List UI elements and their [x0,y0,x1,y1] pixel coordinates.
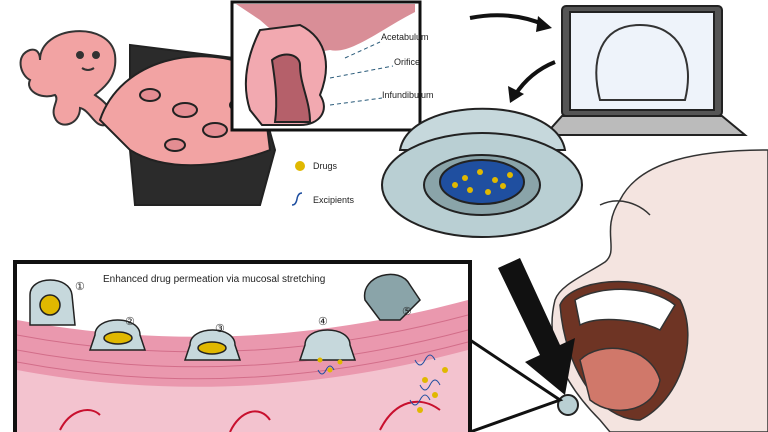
panel-title: Enhanced drug permeation via mucosal str… [103,274,326,285]
device-cup [381,107,583,238]
step-2: ② [125,316,135,328]
drug-legend-icon [295,161,305,171]
sucker-inset [230,0,422,132]
step-4: ④ [318,316,328,328]
step-3: ③ [215,323,225,335]
octopus [19,30,117,127]
step-1: ① [75,281,85,293]
legend-drugs: Drugs [313,161,338,171]
permeation-panel [13,260,472,432]
label-acetabulum: Acetabulum [381,32,429,42]
legend-excipients: Excipients [313,195,355,205]
applied-device [557,394,579,416]
process-arrows [469,13,556,103]
label-orifice: Orifice [394,57,421,67]
laptop [542,5,748,136]
label-infundibulum: Infundibulum [382,90,434,100]
excipient-legend-icon [291,192,303,206]
face [551,149,768,432]
step-5: ⑤ [402,306,412,318]
application-arrow [498,258,575,395]
